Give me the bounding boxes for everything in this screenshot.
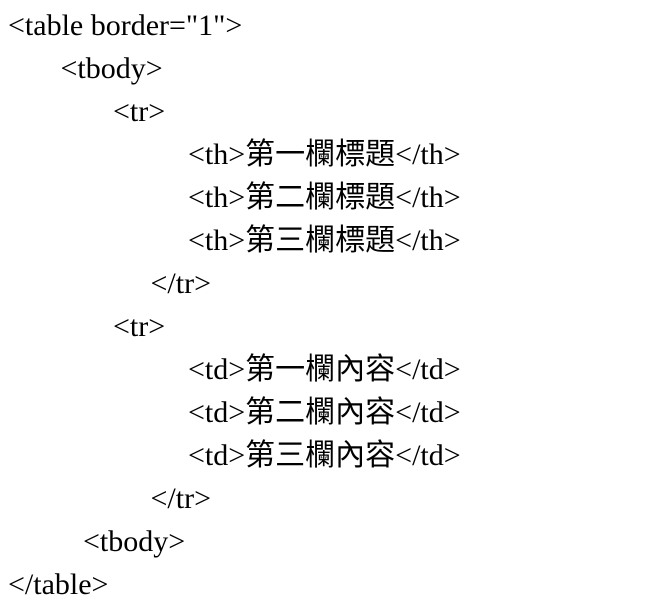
code-line: <th>第一欄標題</th> <box>8 138 461 171</box>
code-line: <table border="1"> <box>8 9 243 42</box>
code-line: <tr> <box>8 310 166 343</box>
code-line: <td>第二欄內容</td> <box>8 396 461 429</box>
code-line: <tr> <box>8 95 166 128</box>
code-line: <tbody> <box>8 52 163 85</box>
code-line: </tr> <box>8 267 212 300</box>
code-line: </table> <box>8 568 109 601</box>
code-line: <td>第三欄內容</td> <box>8 439 461 472</box>
code-line: <th>第二欄標題</th> <box>8 181 461 214</box>
code-line: </tr> <box>8 482 212 515</box>
code-line: <th>第三欄標題</th> <box>8 224 461 257</box>
code-line: <tbody> <box>8 525 186 558</box>
code-line: <td>第一欄內容</td> <box>8 353 461 386</box>
